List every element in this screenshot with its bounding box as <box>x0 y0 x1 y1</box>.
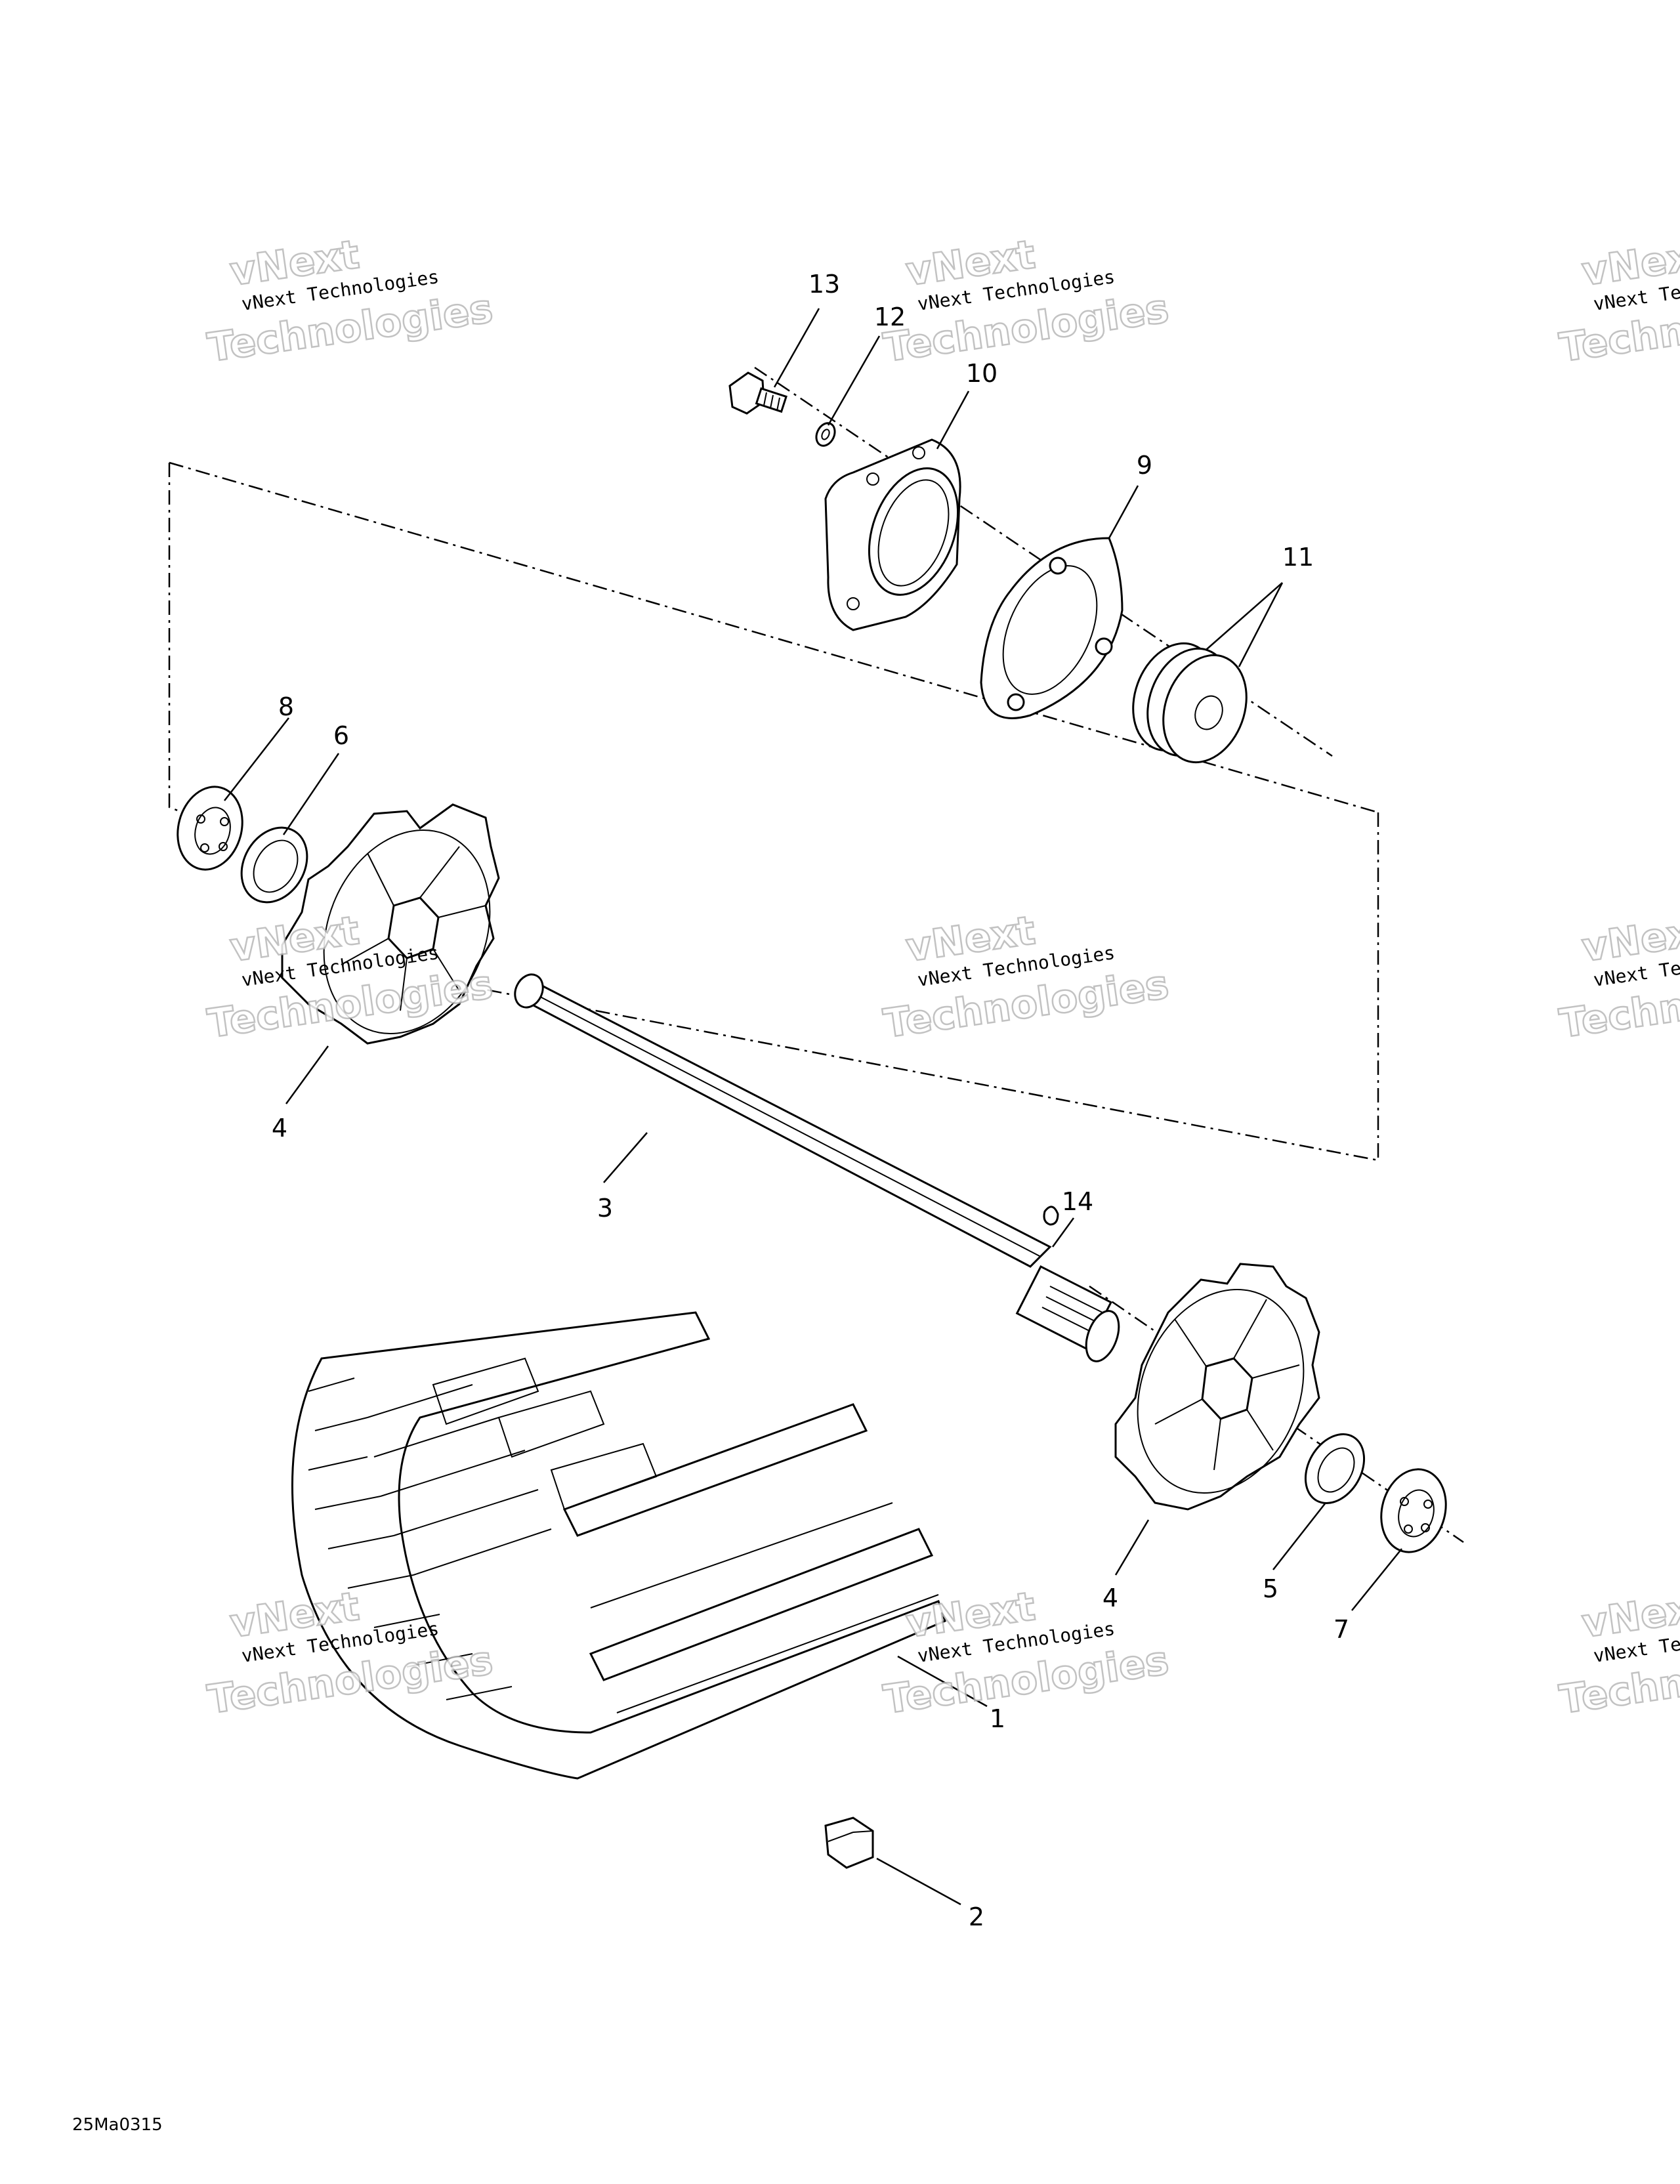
seal-part-5 <box>1304 1433 1366 1504</box>
washer-part-12 <box>815 422 836 447</box>
callout-2: 2 <box>969 1902 984 1931</box>
callout-10: 10 <box>966 359 998 388</box>
drive-shaft-part-3 <box>514 973 1120 1362</box>
callout-8: 8 <box>278 692 294 721</box>
callout-7: 7 <box>1334 1615 1349 1644</box>
callout-11: 11 <box>1282 543 1314 572</box>
watermark: vNext vNext Technologies Technologies <box>880 907 1173 1048</box>
retaining-plate-part-9 <box>980 537 1124 719</box>
callout-9: 9 <box>1137 451 1152 480</box>
grease-fitting-part-14 <box>1043 1206 1059 1226</box>
watermark: vNext vNext Technologies Technologies <box>204 231 497 372</box>
track-lugs <box>308 1357 658 1700</box>
bearing-housing-part-10 <box>824 438 961 631</box>
watermark: vNext vNext Technologies Technologies <box>880 1583 1173 1724</box>
bearing-part-8 <box>177 786 243 871</box>
clip-part-2 <box>824 1816 874 1869</box>
track-part-1 <box>291 1311 946 1780</box>
sprocket-right-part-4 <box>1114 1263 1320 1511</box>
bearing-part-7 <box>1380 1468 1447 1553</box>
leader-lines <box>224 308 1402 1906</box>
callout-labels: 13 12 10 9 11 8 6 4 3 14 4 5 7 1 2 <box>272 270 1349 1931</box>
callout-3: 3 <box>597 1194 613 1223</box>
callout-12: 12 <box>874 303 906 331</box>
callout-4-left: 4 <box>272 1114 287 1143</box>
callout-1: 1 <box>990 1704 1005 1733</box>
drawing-reference: 25Ma0315 <box>72 2115 163 2135</box>
bolt-part-13 <box>728 371 788 415</box>
callout-13: 13 <box>808 270 840 299</box>
callout-4-right: 4 <box>1102 1584 1118 1612</box>
callout-6: 6 <box>333 721 349 750</box>
watermark: vNext vNext Technologies Technologies <box>1556 231 1680 372</box>
watermark: vNext vNext Technologies Technologies <box>880 231 1173 372</box>
watermark: vNext vNext Technologies Technologies <box>1556 907 1680 1048</box>
watermark: vNext vNext Technologies Technologies <box>1556 1583 1680 1724</box>
seal-part-6 <box>240 826 308 904</box>
pulley-part-11 <box>1132 642 1248 764</box>
sprocket-left-part-4 <box>281 803 500 1045</box>
callout-14: 14 <box>1062 1187 1093 1216</box>
callout-5: 5 <box>1263 1574 1278 1603</box>
